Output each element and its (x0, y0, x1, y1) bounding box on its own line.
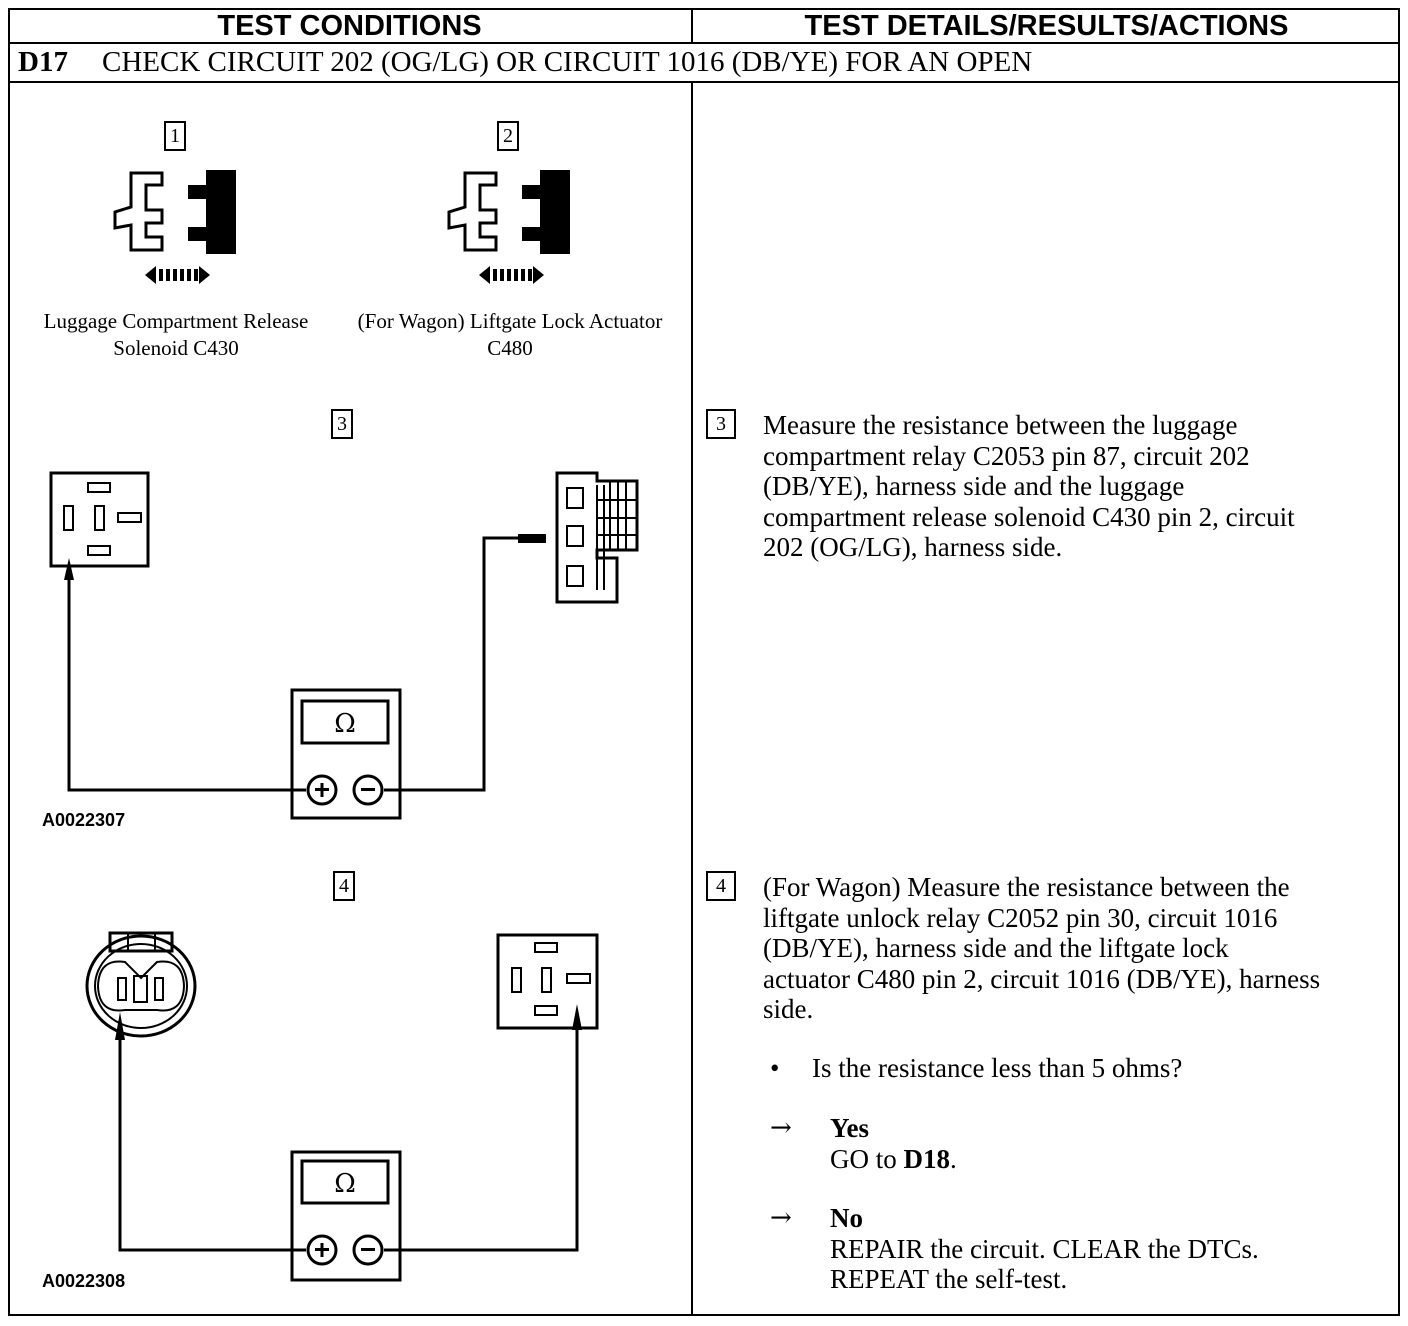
connector-half-solid (188, 170, 236, 254)
test-conditions-header: TEST CONDITIONS (217, 10, 482, 42)
test-details-header: TEST DETAILS/RESULTS/ACTIONS (804, 10, 1289, 42)
test-leads (67, 536, 520, 792)
solenoid-connector (555, 471, 639, 604)
relay-connector (49, 471, 150, 568)
detail-step-3-line: compartment relay C2053 pin 87, circuit … (763, 440, 1250, 471)
yes-action-suffix: . (950, 1143, 957, 1174)
column-divider (691, 81, 693, 1316)
figure-3-number: 3 (331, 409, 353, 439)
figure-3-id: A0022307 (42, 810, 126, 830)
ohmmeter (290, 1150, 402, 1282)
yes-action-target[interactable]: D18 (903, 1143, 951, 1174)
no-arrow-icon: → (770, 1203, 792, 1233)
detail-step-4-number: 4 (706, 871, 736, 901)
detail-step-4-line: (DB/YE), harness side and the liftgate l… (763, 933, 1229, 963)
connector-disconnect-diagram-2 (447, 170, 570, 284)
figure-1-caption: Luggage Compartment Release Solenoid C43… (20, 308, 332, 362)
detail-step-4-line: liftgate unlock relay C2052 pin 30, circ… (763, 902, 1278, 933)
yes-action-prefix: GO to (830, 1143, 904, 1174)
no-label: No (830, 1203, 863, 1233)
figure-1-caption-line1: Luggage Compartment Release (43, 309, 309, 333)
step-title-row: D17 CHECK CIRCUIT 202 (OG/LG) OR CIRCUIT … (18, 46, 1032, 78)
test-leads (118, 1020, 579, 1252)
detail-step-3-text: Measure the resistance between the lugga… (763, 410, 1393, 563)
detail-step-4-text: (For Wagon) Measure the resistance betwe… (763, 872, 1403, 1025)
table-frame (8, 8, 1400, 1316)
detail-step-3-line: 202 (OG/LG), harness side. (763, 532, 1063, 562)
double-arrow-icon (145, 266, 210, 284)
figure-4-id: A0022308 (42, 1271, 126, 1291)
ohmmeter (290, 688, 402, 820)
liftgate-relay-connector (496, 933, 599, 1030)
detail-step-3-line: (DB/YE), harness side and the luggage (763, 471, 1185, 501)
figure-2-caption-line2: C480 (487, 336, 533, 360)
no-action-line2: REPEAT the self-test. (830, 1264, 1068, 1294)
figure-1-caption-line2: Solenoid C430 (113, 336, 239, 360)
figure-1-number: 1 (164, 121, 186, 151)
figure-2-caption-line1: (For Wagon) Liftgate Lock Actuator (357, 309, 663, 333)
detail-step-4-line: actuator C480 pin 2, circuit 1016 (DB/YE… (763, 963, 1321, 994)
resistance-measurement-diagram-4: Ω (85, 931, 599, 1282)
yes-action: GO to D18. (830, 1144, 957, 1175)
title-divider (8, 81, 1400, 83)
no-action-line1: REPAIR the circuit. CLEAR the DTCs. (830, 1233, 1259, 1264)
column-divider-top (691, 8, 693, 44)
actuator-connector (85, 931, 197, 1038)
figure-4-number: 4 (333, 871, 355, 901)
yes-arrow-icon: → (770, 1113, 792, 1143)
ohm-symbol: Ω (334, 709, 356, 739)
question-text: Is the resistance less than 5 ohms? (812, 1053, 1183, 1083)
figure-2-number: 2 (497, 121, 519, 151)
question-bullet: • (770, 1053, 780, 1083)
yes-label: Yes (830, 1113, 869, 1143)
probe-tips (64, 534, 546, 580)
resistance-measurement-diagram-3: Ω (49, 471, 639, 820)
step-code: D17 (18, 46, 68, 78)
connector-half-outline (113, 171, 164, 252)
figure-2-caption: (For Wagon) Liftgate Lock Actuator C480 (340, 308, 680, 362)
ohm-symbol: Ω (334, 1169, 356, 1199)
no-answer: No REPAIR the circuit. CLEAR the DTCs. R… (830, 1203, 1259, 1295)
detail-step-3-line: Measure the resistance between the lugga… (763, 410, 1238, 440)
connector-disconnect-diagram-1 (113, 170, 236, 284)
detail-step-4-line: side. (763, 994, 814, 1024)
probe-tips (115, 1004, 582, 1040)
header-divider (8, 42, 1400, 44)
yes-answer: Yes GO to D18. (830, 1113, 957, 1174)
detail-step-3-line: compartment release solenoid C430 pin 2,… (763, 501, 1295, 532)
step-title: CHECK CIRCUIT 202 (OG/LG) OR CIRCUIT 101… (102, 46, 1033, 78)
detail-step-3-number: 3 (706, 409, 736, 439)
detail-step-4-line: (For Wagon) Measure the resistance betwe… (763, 872, 1290, 902)
